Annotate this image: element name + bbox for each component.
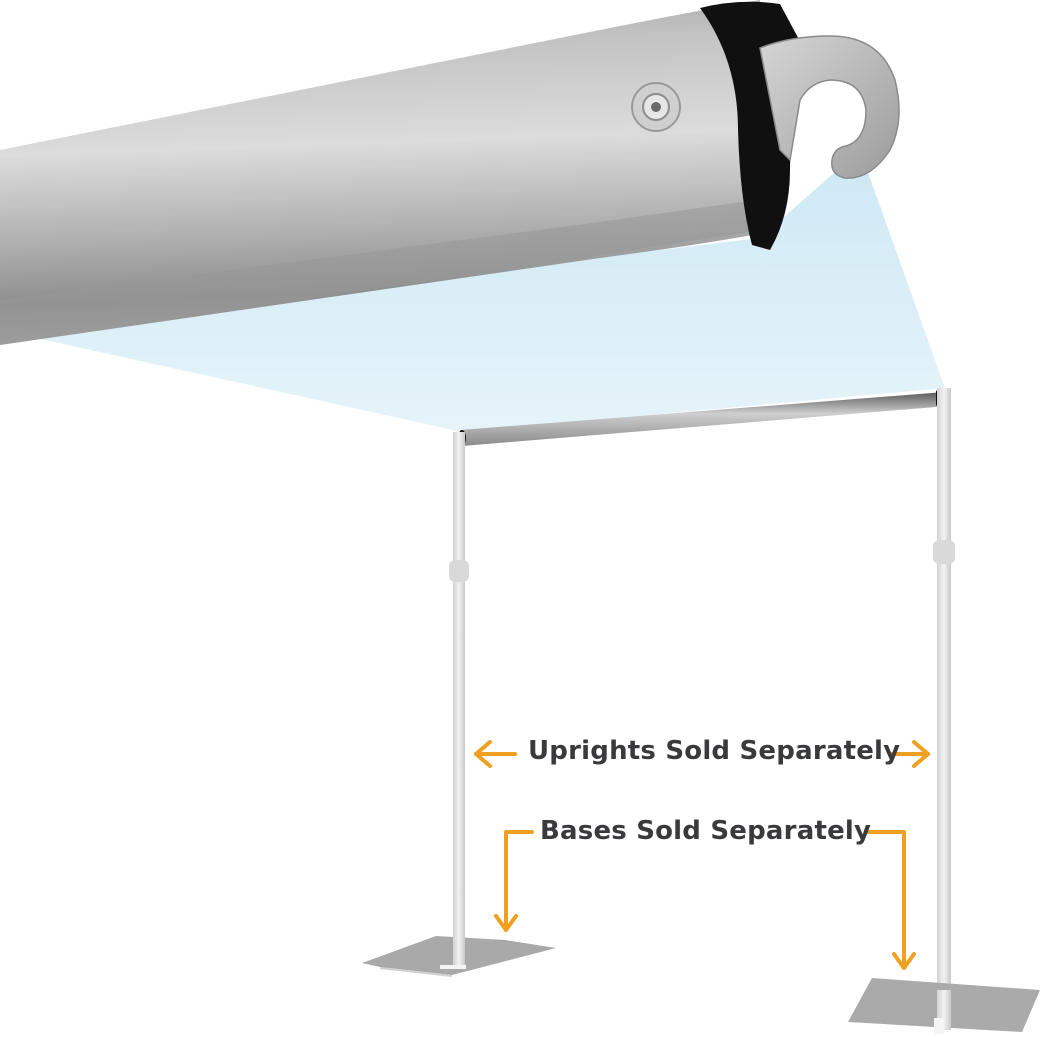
base-left (362, 935, 556, 977)
bases-sold-separately-label: Bases Sold Separately (540, 816, 872, 846)
arrow-down-icon (864, 830, 916, 970)
hook-icon (759, 35, 900, 179)
upright-left (449, 432, 469, 960)
arrow-left-icon (474, 740, 517, 768)
upright-clamp (449, 560, 469, 582)
upright-right (933, 388, 955, 1002)
arrow-right-icon (888, 740, 930, 768)
projection-beam (0, 150, 945, 432)
crossbar-closeup (0, 0, 900, 345)
upright-clamp (933, 540, 955, 564)
uprights-sold-separately-label: Uprights Sold Separately (528, 736, 901, 766)
base-right (848, 978, 1040, 1034)
rivet-icon (631, 82, 681, 132)
arrow-down-icon (494, 830, 534, 932)
